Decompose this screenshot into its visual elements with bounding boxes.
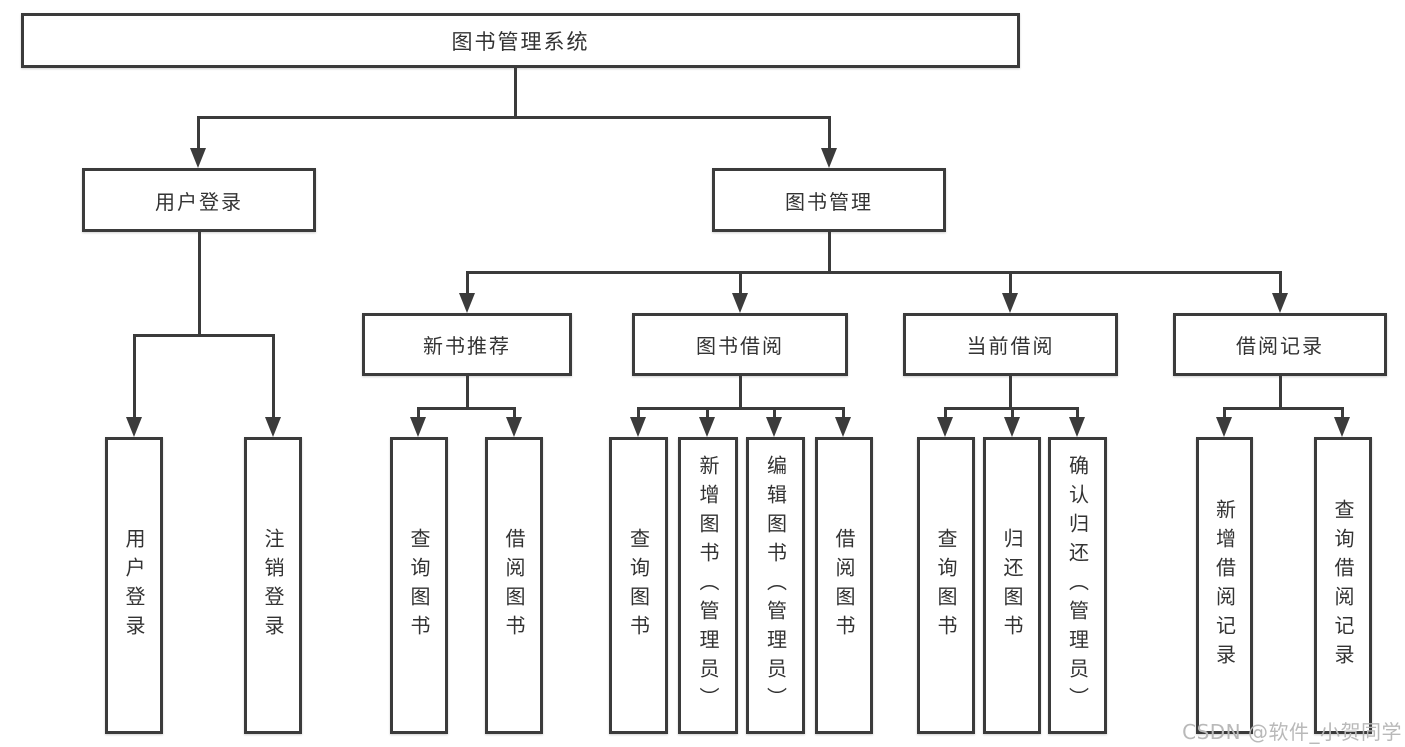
node-borrow-records: 借阅记录	[1173, 313, 1387, 376]
leaf-cb-confirm-return-admin: 确认归还（管理员）	[1048, 437, 1107, 734]
node-library-system: 图书管理系统	[21, 13, 1020, 68]
leaf-logout: 注销登录	[244, 437, 302, 734]
connector-drop	[773, 407, 776, 419]
connector-drop	[842, 407, 845, 419]
arrow-down-icon	[835, 417, 851, 437]
leaf-cb-confirm-return-admin-label: 确认归还（管理员）	[1065, 455, 1090, 716]
connector-root-bar	[197, 116, 831, 119]
leaf-bb-edit-books-admin-label: 编辑图书（管理员）	[763, 455, 788, 716]
arrow-down-icon	[506, 417, 522, 437]
node-user-login: 用户登录	[82, 168, 316, 232]
arrow-down-icon	[410, 417, 426, 437]
node-book-mgmt-label: 图书管理	[785, 189, 873, 214]
arrow-down-icon	[699, 417, 715, 437]
connector-root-stem	[514, 68, 517, 118]
node-new-book-rec-label: 新书推荐	[423, 334, 511, 358]
leaf-cb-return-books: 归还图书	[983, 437, 1041, 734]
leaf-bb-edit-books-admin: 编辑图书（管理员）	[746, 437, 805, 734]
leaf-bb-add-books-admin: 新增图书（管理员）	[678, 437, 738, 734]
node-book-mgmt: 图书管理	[712, 168, 946, 232]
connector-drop-user-login	[197, 116, 200, 150]
node-book-borrow: 图书借阅	[632, 313, 848, 376]
arrow-down-icon	[732, 293, 748, 313]
leaf-br-add-record: 新增借阅记录	[1196, 437, 1253, 734]
connector-drop-leaf-login	[133, 334, 136, 419]
leaf-bb-query-books-label: 查询图书	[626, 527, 651, 644]
connector-book-mgmt-stem	[828, 232, 831, 274]
connector-drop-new-book-rec	[466, 271, 469, 297]
connector-drop-book-mgmt	[828, 116, 831, 150]
connector-borrow-records-stem	[1279, 376, 1282, 410]
connector-drop	[637, 407, 640, 419]
leaf-cb-query-books: 查询图书	[917, 437, 975, 734]
arrow-down-icon	[937, 417, 953, 437]
arrow-down-icon	[1004, 417, 1020, 437]
connector-user-login-stem	[198, 232, 201, 337]
arrow-down-icon	[1272, 293, 1288, 313]
connector-drop	[1223, 407, 1226, 419]
node-current-borrow-label: 当前借阅	[966, 334, 1055, 358]
connector-borrow-records-bar	[1223, 407, 1344, 410]
connector-drop	[1341, 407, 1344, 419]
arrow-down-icon	[459, 293, 475, 313]
connector-drop	[706, 407, 709, 419]
leaf-nbr-query-books-label: 查询图书	[407, 527, 431, 644]
connector-drop-leaf-logout	[272, 334, 275, 419]
connector-new-book-rec-stem	[466, 376, 469, 410]
connector-drop	[944, 407, 947, 419]
leaf-nbr-borrow-books-label: 借阅图书	[502, 527, 526, 644]
leaf-cb-return-books-label: 归还图书	[1000, 527, 1024, 644]
leaf-br-add-record-label: 新增借阅记录	[1212, 498, 1237, 673]
connector-drop	[1011, 407, 1014, 419]
leaf-logout-label: 注销登录	[261, 527, 285, 644]
arrow-down-icon	[1334, 417, 1350, 437]
arrow-down-icon	[630, 417, 646, 437]
leaf-bb-borrow-books: 借阅图书	[815, 437, 873, 734]
leaf-nbr-query-books: 查询图书	[390, 437, 448, 734]
node-new-book-rec: 新书推荐	[362, 313, 572, 376]
node-borrow-records-label: 借阅记录	[1236, 334, 1324, 358]
arrow-down-icon	[265, 417, 281, 437]
connector-drop	[513, 407, 516, 419]
arrow-down-icon	[126, 417, 142, 437]
arrow-down-icon	[821, 148, 837, 168]
leaf-bb-borrow-books-label: 借阅图书	[832, 527, 856, 644]
connector-drop	[1076, 407, 1079, 419]
node-user-login-label: 用户登录	[155, 189, 243, 214]
node-book-borrow-label: 图书借阅	[696, 334, 784, 358]
leaf-cb-query-books-label: 查询图书	[934, 527, 958, 644]
arrow-down-icon	[766, 417, 782, 437]
arrow-down-icon	[1069, 417, 1085, 437]
leaf-user-login: 用户登录	[105, 437, 163, 734]
connector-new-book-rec-bar	[417, 407, 516, 410]
arrow-down-icon	[190, 148, 206, 168]
leaf-bb-add-books-admin-label: 新增图书（管理员）	[696, 455, 720, 716]
csdn-watermark: CSDN @软件_小贺同学	[1182, 720, 1402, 744]
connector-user-login-bar	[133, 334, 275, 337]
connector-book-mgmt-bar	[466, 271, 1282, 274]
arrow-down-icon	[1216, 417, 1232, 437]
leaf-br-query-record: 查询借阅记录	[1314, 437, 1372, 734]
leaf-user-login-label: 用户登录	[122, 527, 146, 644]
connector-drop-current-borrow	[1009, 271, 1012, 297]
node-current-borrow: 当前借阅	[903, 313, 1118, 376]
connector-drop	[417, 407, 420, 419]
connector-drop-book-borrow	[739, 271, 742, 297]
leaf-nbr-borrow-books: 借阅图书	[485, 437, 543, 734]
connector-book-borrow-bar	[637, 407, 845, 410]
connector-book-borrow-stem	[739, 376, 742, 410]
node-library-system-label: 图书管理系统	[451, 29, 590, 54]
connector-drop-borrow-records	[1279, 271, 1282, 297]
leaf-bb-query-books: 查询图书	[609, 437, 668, 734]
arrow-down-icon	[1002, 293, 1018, 313]
connector-current-borrow-stem	[1009, 376, 1012, 410]
leaf-br-query-record-label: 查询借阅记录	[1331, 498, 1355, 673]
